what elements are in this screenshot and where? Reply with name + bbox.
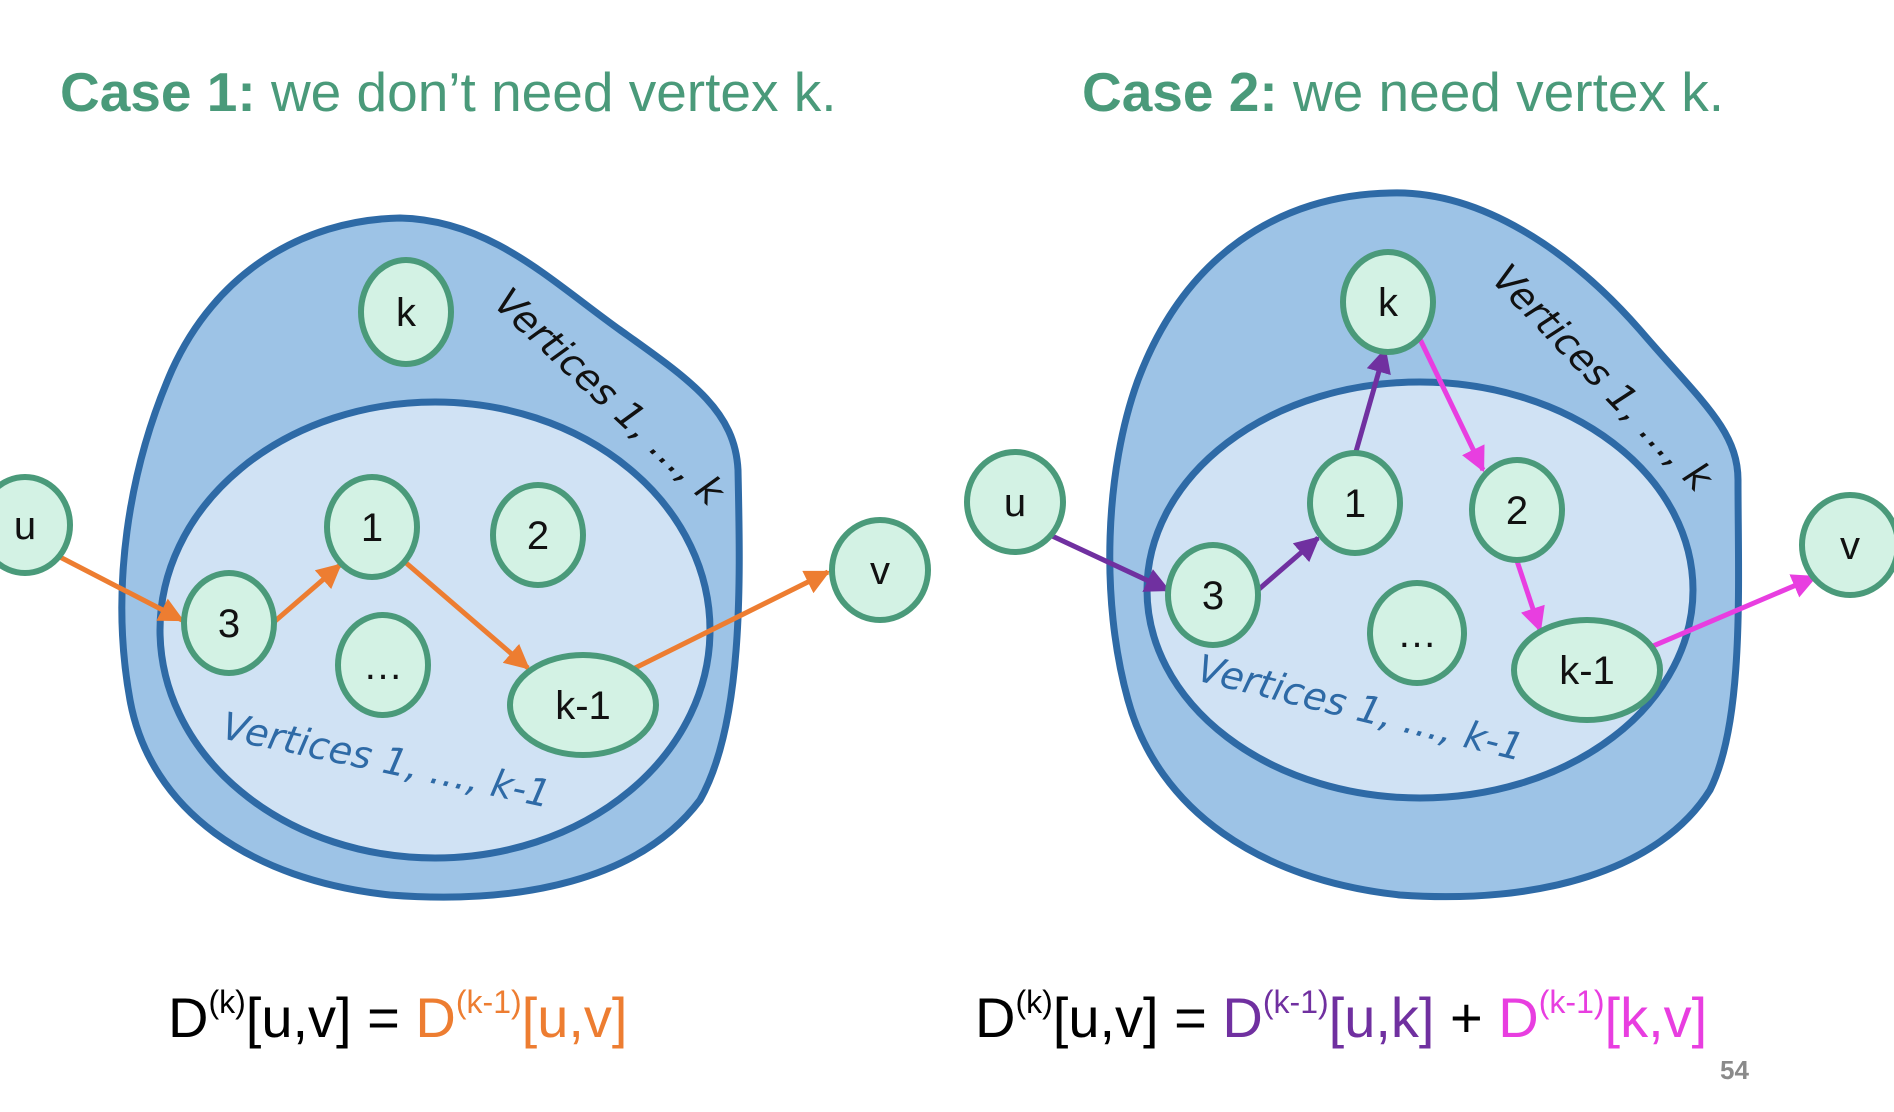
formula2-t2-d: D: [1498, 986, 1539, 1049]
case2-edge-2-km1: [1512, 554, 1545, 633]
case2-title: Case 2: we need vertex k.: [1082, 60, 1724, 124]
formula2-t1-sup: (k-1): [1262, 984, 1329, 1020]
formula2-t2-args: [k,v]: [1604, 986, 1708, 1049]
case1-title: Case 1: we don’t need vertex k.: [60, 60, 837, 124]
case1-node-2-label: 2: [527, 514, 549, 558]
case2-node-u-label: u: [1004, 481, 1026, 525]
formula2-equals: =: [1158, 986, 1223, 1049]
case2-node-dots: …: [1367, 580, 1467, 686]
case1-edge-1-km1: [403, 560, 530, 670]
case2-edge-km1-v: [1631, 574, 1818, 658]
case2-node-dots-label: …: [1397, 612, 1437, 656]
case1-node-dots-label: …: [363, 644, 403, 688]
case2-node-2-label: 2: [1506, 489, 1528, 533]
case1-title-rest: we don’t need vertex k.: [255, 61, 837, 123]
case1-node-2: 2: [490, 482, 586, 588]
case2-node-u: u: [964, 449, 1066, 555]
formula2-lhs-d: D: [975, 986, 1016, 1049]
formula2-t1-args: [u,k]: [1328, 986, 1435, 1049]
case1-node-u: u: [0, 474, 73, 576]
formula2-t1-d: D: [1222, 986, 1263, 1049]
formula1-rhs-sup: (k-1): [455, 984, 522, 1020]
case2-title-bold: Case 2:: [1082, 61, 1278, 123]
case1-diagram: Vertices 1, …, k Vertices 1, …, k-1 u k …: [0, 214, 931, 901]
formula2-term1: D(k-1)[u,k]: [1222, 986, 1434, 1049]
case2-node-k-label: k: [1378, 281, 1399, 325]
case2-edge-1-k: [1352, 347, 1391, 456]
case1-node-v-label: v: [870, 549, 890, 593]
case1-node-v: v: [829, 517, 931, 623]
case2-node-v-label: v: [1840, 524, 1860, 568]
case2-formula: D(k)[u,v] = D(k-1)[u,k] + D(k-1)[k,v]: [975, 985, 1707, 1050]
case1-node-dots: …: [335, 612, 431, 718]
case1-node-k: k: [358, 257, 454, 367]
case2-title-rest: we need vertex k.: [1277, 61, 1725, 123]
case1-node-1: 1: [324, 474, 420, 580]
case2-edge-u-3: [1048, 532, 1171, 593]
formula1-equals: =: [351, 986, 416, 1049]
case2-node-2: 2: [1469, 457, 1565, 563]
formula1-lhs-sup: (k): [208, 984, 246, 1020]
formula1-rhs-d: D: [415, 986, 456, 1049]
case2-node-v: v: [1799, 492, 1894, 598]
case1-node-km1-label: k-1: [555, 684, 611, 728]
case1-node-k-label: k: [396, 291, 417, 335]
formula2-t2-sup: (k-1): [1538, 984, 1605, 1020]
case2-node-k: k: [1340, 249, 1436, 355]
case2-node-3: 3: [1165, 542, 1261, 648]
page-number: 54: [1720, 1055, 1749, 1085]
case2-edge-k-2: [1415, 333, 1486, 473]
case2-edge-3-1: [1256, 536, 1320, 592]
case1-node-3: 3: [181, 570, 277, 676]
formula1-rhs-args: [u,v]: [521, 986, 628, 1049]
case1-node-u-label: u: [14, 504, 36, 548]
case1-edge-3-1: [272, 563, 342, 624]
case1-node-km1: k-1: [507, 652, 659, 758]
case2-node-1: 1: [1307, 450, 1403, 556]
formula2-lhs-sup: (k): [1015, 984, 1053, 1020]
case1-formula: D(k)[u,v] = D(k-1)[u,v]: [168, 985, 627, 1050]
case1-node-1-label: 1: [361, 506, 383, 550]
case1-node-3-label: 3: [218, 602, 240, 646]
case2-diagram: Vertices 1, …, k Vertices 1, …, k-1 u k …: [964, 189, 1894, 901]
case2-node-km1: k-1: [1511, 617, 1663, 723]
formula1-rhs-term: D(k-1)[u,v]: [415, 986, 627, 1049]
formula1-lhs-d: D: [168, 986, 209, 1049]
case1-title-bold: Case 1:: [60, 61, 256, 123]
case2-node-km1-label: k-1: [1559, 649, 1615, 693]
formula2-plus: +: [1434, 986, 1499, 1049]
formula2-term2: D(k-1)[k,v]: [1498, 986, 1707, 1049]
formula2-lhs-args: [u,v]: [1052, 986, 1159, 1049]
case1-edge-u-3: [56, 553, 185, 623]
formula1-lhs-args: [u,v]: [245, 986, 352, 1049]
case2-node-1-label: 1: [1344, 482, 1366, 526]
case1-edge-km1-v: [633, 569, 831, 671]
case2-node-3-label: 3: [1202, 574, 1224, 618]
